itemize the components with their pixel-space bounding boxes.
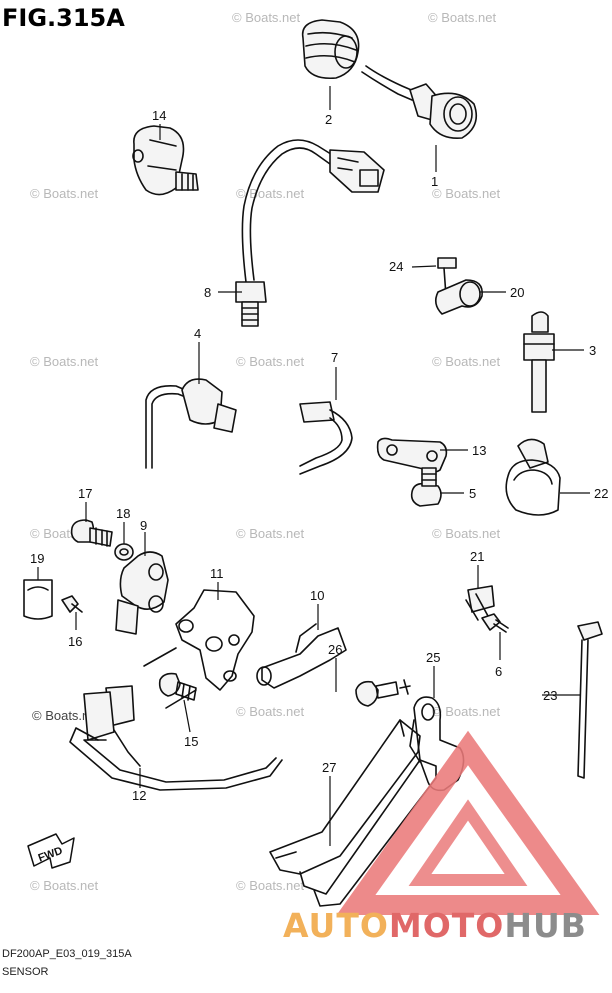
watermark: © Boats.net: [30, 186, 99, 201]
part-sensor-8: [235, 139, 385, 327]
watermark: © Boats.net: [236, 354, 305, 369]
part-bolt-5: [410, 467, 442, 507]
watermark: © Boats.net: [432, 186, 501, 201]
callout-12: 12: [132, 788, 146, 803]
watermark: © Boats.net: [236, 704, 305, 719]
part-grommet: [301, 19, 360, 80]
watermark: © Boats.net: [30, 354, 99, 369]
callout-19: 19: [30, 551, 44, 566]
callout-6: 6: [495, 664, 502, 679]
part-harness-12: [69, 685, 283, 791]
watermark: © Boats.net: [428, 10, 497, 25]
callout-25: 25: [426, 650, 440, 665]
callout-15: 15: [184, 734, 198, 749]
callout-21: 21: [470, 549, 484, 564]
watermark: © Boats.net: [432, 354, 501, 369]
part-sensor-1: [361, 65, 478, 140]
brand-wordmark: AUTOMOTOHUB: [283, 906, 587, 945]
figure-code: DF200AP_E03_019_315A: [2, 948, 132, 960]
watermark-dark: © Boats.net: [32, 708, 101, 723]
callout-18: 18: [116, 506, 130, 521]
callout-26: 26: [328, 642, 342, 657]
callout-2: 2: [325, 112, 332, 127]
part-bracket-27: [269, 719, 437, 907]
watermark: © Boats.net: [432, 526, 501, 541]
callout-20: 20: [510, 285, 524, 300]
callout-7: 7: [331, 350, 338, 365]
callout-17: 17: [78, 486, 92, 501]
brand-part-auto: AUTO: [283, 906, 389, 945]
callout-1: 1: [431, 174, 438, 189]
part-crank-sensor-9: [115, 551, 169, 635]
part-hose-sensor-7: [299, 401, 353, 475]
watermark: © Boats.net: [236, 526, 305, 541]
part-bolt-16: [61, 595, 83, 613]
callout-22: 22: [594, 486, 608, 501]
part-bolt-17: [70, 519, 113, 547]
callout-27: 27: [322, 760, 336, 775]
part-pressure-sensor-14: [132, 125, 199, 196]
watermarks: © Boats.net © Boats.net © Boats.net © Bo…: [30, 10, 501, 893]
part-knock-sensor-4: [145, 378, 237, 469]
callout-8: 8: [204, 285, 211, 300]
callouts: 1 2 3 4 5 6 7 8 9 10 11 12 13 14 15 16 1…: [30, 108, 608, 803]
fwd-arrow: FWD: [27, 833, 75, 869]
callout-23: 23: [543, 688, 557, 703]
watermark: © Boats.net: [236, 186, 305, 201]
figure-caption: SENSOR: [2, 966, 49, 978]
part-clamp-22: [505, 438, 561, 516]
callout-4: 4: [194, 326, 201, 341]
part-plate-13: [376, 437, 448, 473]
part-bolt-26: [355, 679, 411, 707]
leader-lines: [37, 86, 590, 846]
part-bolt-15: [158, 672, 197, 701]
part-washer-18: [114, 543, 134, 561]
callout-3: 3: [589, 343, 596, 358]
watermark: © Boats.net: [232, 10, 301, 25]
part-temp-sensor-3: [523, 311, 555, 413]
part-bolt-6: [481, 613, 509, 633]
brand-part-hub: HUB: [504, 906, 587, 945]
brand-part-moto: MOTO: [388, 906, 505, 945]
callout-9: 9: [140, 518, 147, 533]
watermark: © Boats.net: [432, 704, 501, 719]
brand-logo-mark: [336, 730, 600, 915]
part-bracket-11: [143, 589, 255, 709]
callout-5: 5: [469, 486, 476, 501]
callout-16: 16: [68, 634, 82, 649]
callout-14: 14: [152, 108, 166, 123]
callout-11: 11: [210, 566, 224, 581]
part-clip-21: [465, 585, 495, 621]
callout-24: 24: [389, 259, 403, 274]
part-bracket-10: [256, 623, 347, 689]
part-clip-19: [23, 579, 53, 620]
callout-10: 10: [310, 588, 324, 603]
watermark: © Boats.net: [236, 878, 305, 893]
part-cable-tie-23: [577, 621, 603, 779]
callout-13: 13: [472, 443, 486, 458]
watermark: © Boats.net: [30, 878, 99, 893]
part-clip-20: [434, 257, 483, 315]
figure-title: FIG.315A: [2, 4, 125, 32]
